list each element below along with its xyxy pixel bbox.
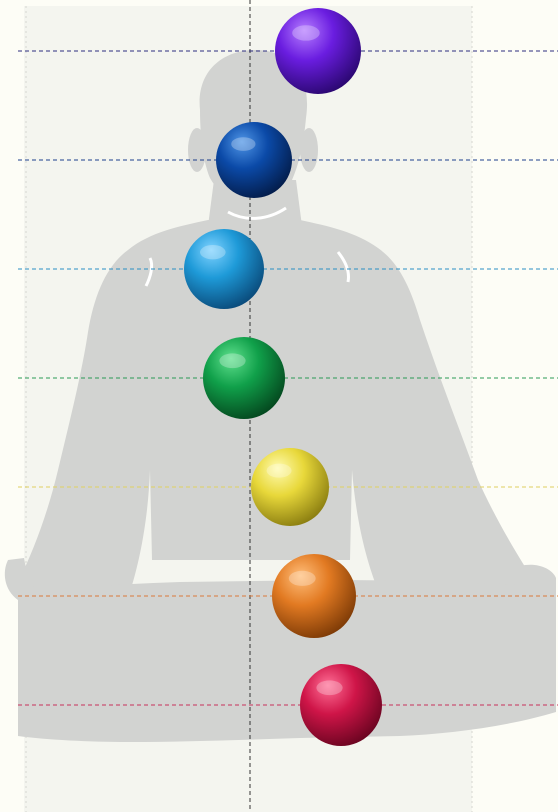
chakra-heart-green <box>203 337 285 419</box>
chakra-throat-blue-highlight <box>200 245 226 259</box>
chakra-solar-plexus-yellow <box>251 448 329 526</box>
chakra-heart-green-highlight <box>219 353 245 368</box>
chakra-third-eye-indigo-highlight <box>231 137 255 151</box>
chakra-third-eye-indigo <box>216 122 292 198</box>
chakra-throat-blue <box>184 229 264 309</box>
chakra-root-red <box>300 664 382 746</box>
chakra-root-red-highlight <box>316 680 342 695</box>
silhouette-ear-left <box>188 128 206 172</box>
chakra-crown-violet-highlight <box>292 25 320 40</box>
chakra-sacral-orange <box>272 554 356 638</box>
chakra-sacral-orange-highlight <box>289 571 316 586</box>
chakra-solar-plexus-yellow-highlight <box>267 464 292 478</box>
silhouette-ear-right <box>300 128 318 172</box>
chakra-crown-violet <box>275 8 361 94</box>
